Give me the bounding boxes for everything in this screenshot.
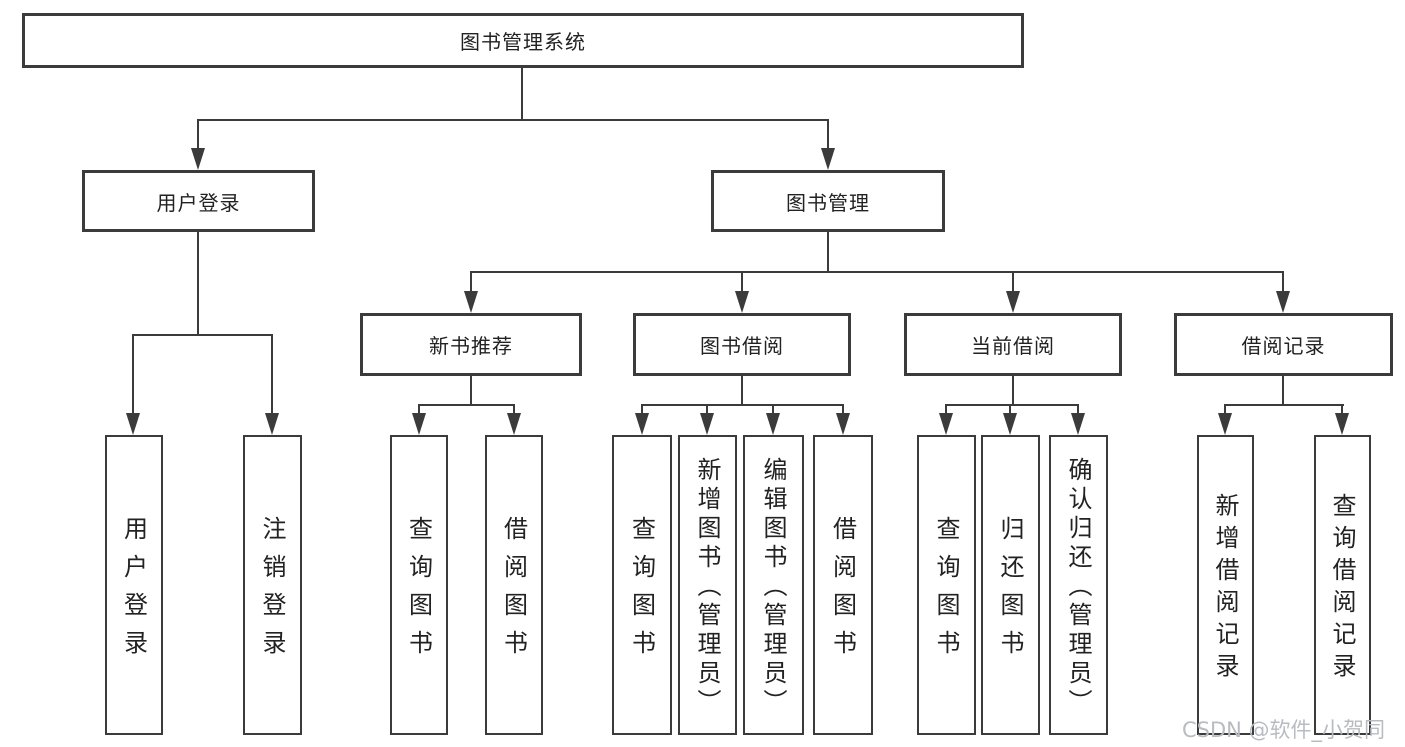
node-user-login-leaf: 用户登录	[105, 435, 163, 735]
arrow-down-icon	[1218, 413, 1232, 435]
connector-line	[197, 119, 199, 150]
node-add-book-admin: 新增图书（管理员）	[678, 435, 737, 735]
connector-line	[1009, 404, 1011, 415]
connector-line	[132, 334, 273, 336]
connector-line	[418, 404, 420, 415]
node-confirm-return-admin: 确认归还（管理员）	[1049, 435, 1108, 735]
watermark: CSDN @软件_小贺同学	[1182, 718, 1386, 742]
connector-line	[418, 404, 515, 406]
node-query-borrow-record: 查询借阅记录	[1314, 435, 1371, 735]
arrow-down-icon	[265, 413, 279, 435]
arrow-down-icon	[1335, 413, 1349, 435]
connector-line	[945, 404, 1079, 406]
arrow-down-icon	[821, 148, 835, 170]
arrow-down-icon	[412, 413, 426, 435]
connector-line	[470, 271, 1284, 273]
connector-line	[197, 119, 829, 121]
connector-line	[827, 232, 829, 273]
connector-line	[1341, 404, 1343, 415]
node-current-borrowing: 当前借阅	[904, 313, 1122, 376]
connector-line	[842, 404, 844, 415]
arrow-down-icon	[1071, 413, 1085, 435]
node-query-books-2: 查询图书	[612, 435, 672, 735]
connector-line	[1282, 271, 1284, 293]
arrow-down-icon	[1003, 413, 1017, 435]
connector-line	[271, 334, 273, 415]
arrow-down-icon	[939, 413, 953, 435]
node-return-book: 归还图书	[981, 435, 1040, 735]
connector-line	[641, 404, 643, 415]
connector-line	[1012, 376, 1014, 406]
connector-line	[470, 271, 472, 293]
connector-line	[945, 404, 947, 415]
arrow-down-icon	[126, 413, 140, 435]
connector-line	[706, 404, 708, 415]
connector-line	[1282, 376, 1284, 406]
node-borrowing-records: 借阅记录	[1174, 313, 1393, 376]
node-edit-book-admin: 编辑图书（管理员）	[743, 435, 804, 735]
arrow-down-icon	[836, 413, 850, 435]
arrow-down-icon	[700, 413, 714, 435]
connector-line	[470, 376, 472, 406]
connector-line	[197, 232, 199, 336]
arrow-down-icon	[1006, 291, 1020, 313]
node-query-books-1: 查询图书	[390, 435, 448, 735]
node-logout: 注销登录	[243, 435, 302, 735]
node-user-login: 用户登录	[82, 170, 315, 232]
connector-line	[513, 404, 515, 415]
arrow-down-icon	[735, 291, 749, 313]
connector-line	[741, 376, 743, 406]
connector-line	[1224, 404, 1344, 406]
connector-line	[741, 271, 743, 293]
connector-line	[1012, 271, 1014, 293]
connector-line	[772, 404, 774, 415]
node-borrow-books-1: 借阅图书	[485, 435, 543, 735]
connector-line	[521, 68, 523, 120]
connector-line	[1077, 404, 1079, 415]
arrow-down-icon	[507, 413, 521, 435]
node-query-books-3: 查询图书	[917, 435, 976, 735]
arrow-down-icon	[766, 413, 780, 435]
arrow-down-icon	[464, 291, 478, 313]
node-borrow-books-2: 借阅图书	[813, 435, 873, 735]
arrow-down-icon	[635, 413, 649, 435]
node-book-management: 图书管理	[711, 170, 945, 232]
node-book-borrowing: 图书借阅	[633, 313, 851, 376]
connector-line	[1224, 404, 1226, 415]
node-library-system: 图书管理系统	[22, 13, 1024, 68]
node-new-book-recommend: 新书推荐	[360, 313, 582, 376]
arrow-down-icon	[191, 148, 205, 170]
connector-line	[827, 119, 829, 150]
connector-line	[641, 404, 844, 406]
node-add-borrow-record: 新增借阅记录	[1197, 435, 1254, 735]
connector-line	[132, 334, 134, 415]
arrow-down-icon	[1276, 291, 1290, 313]
